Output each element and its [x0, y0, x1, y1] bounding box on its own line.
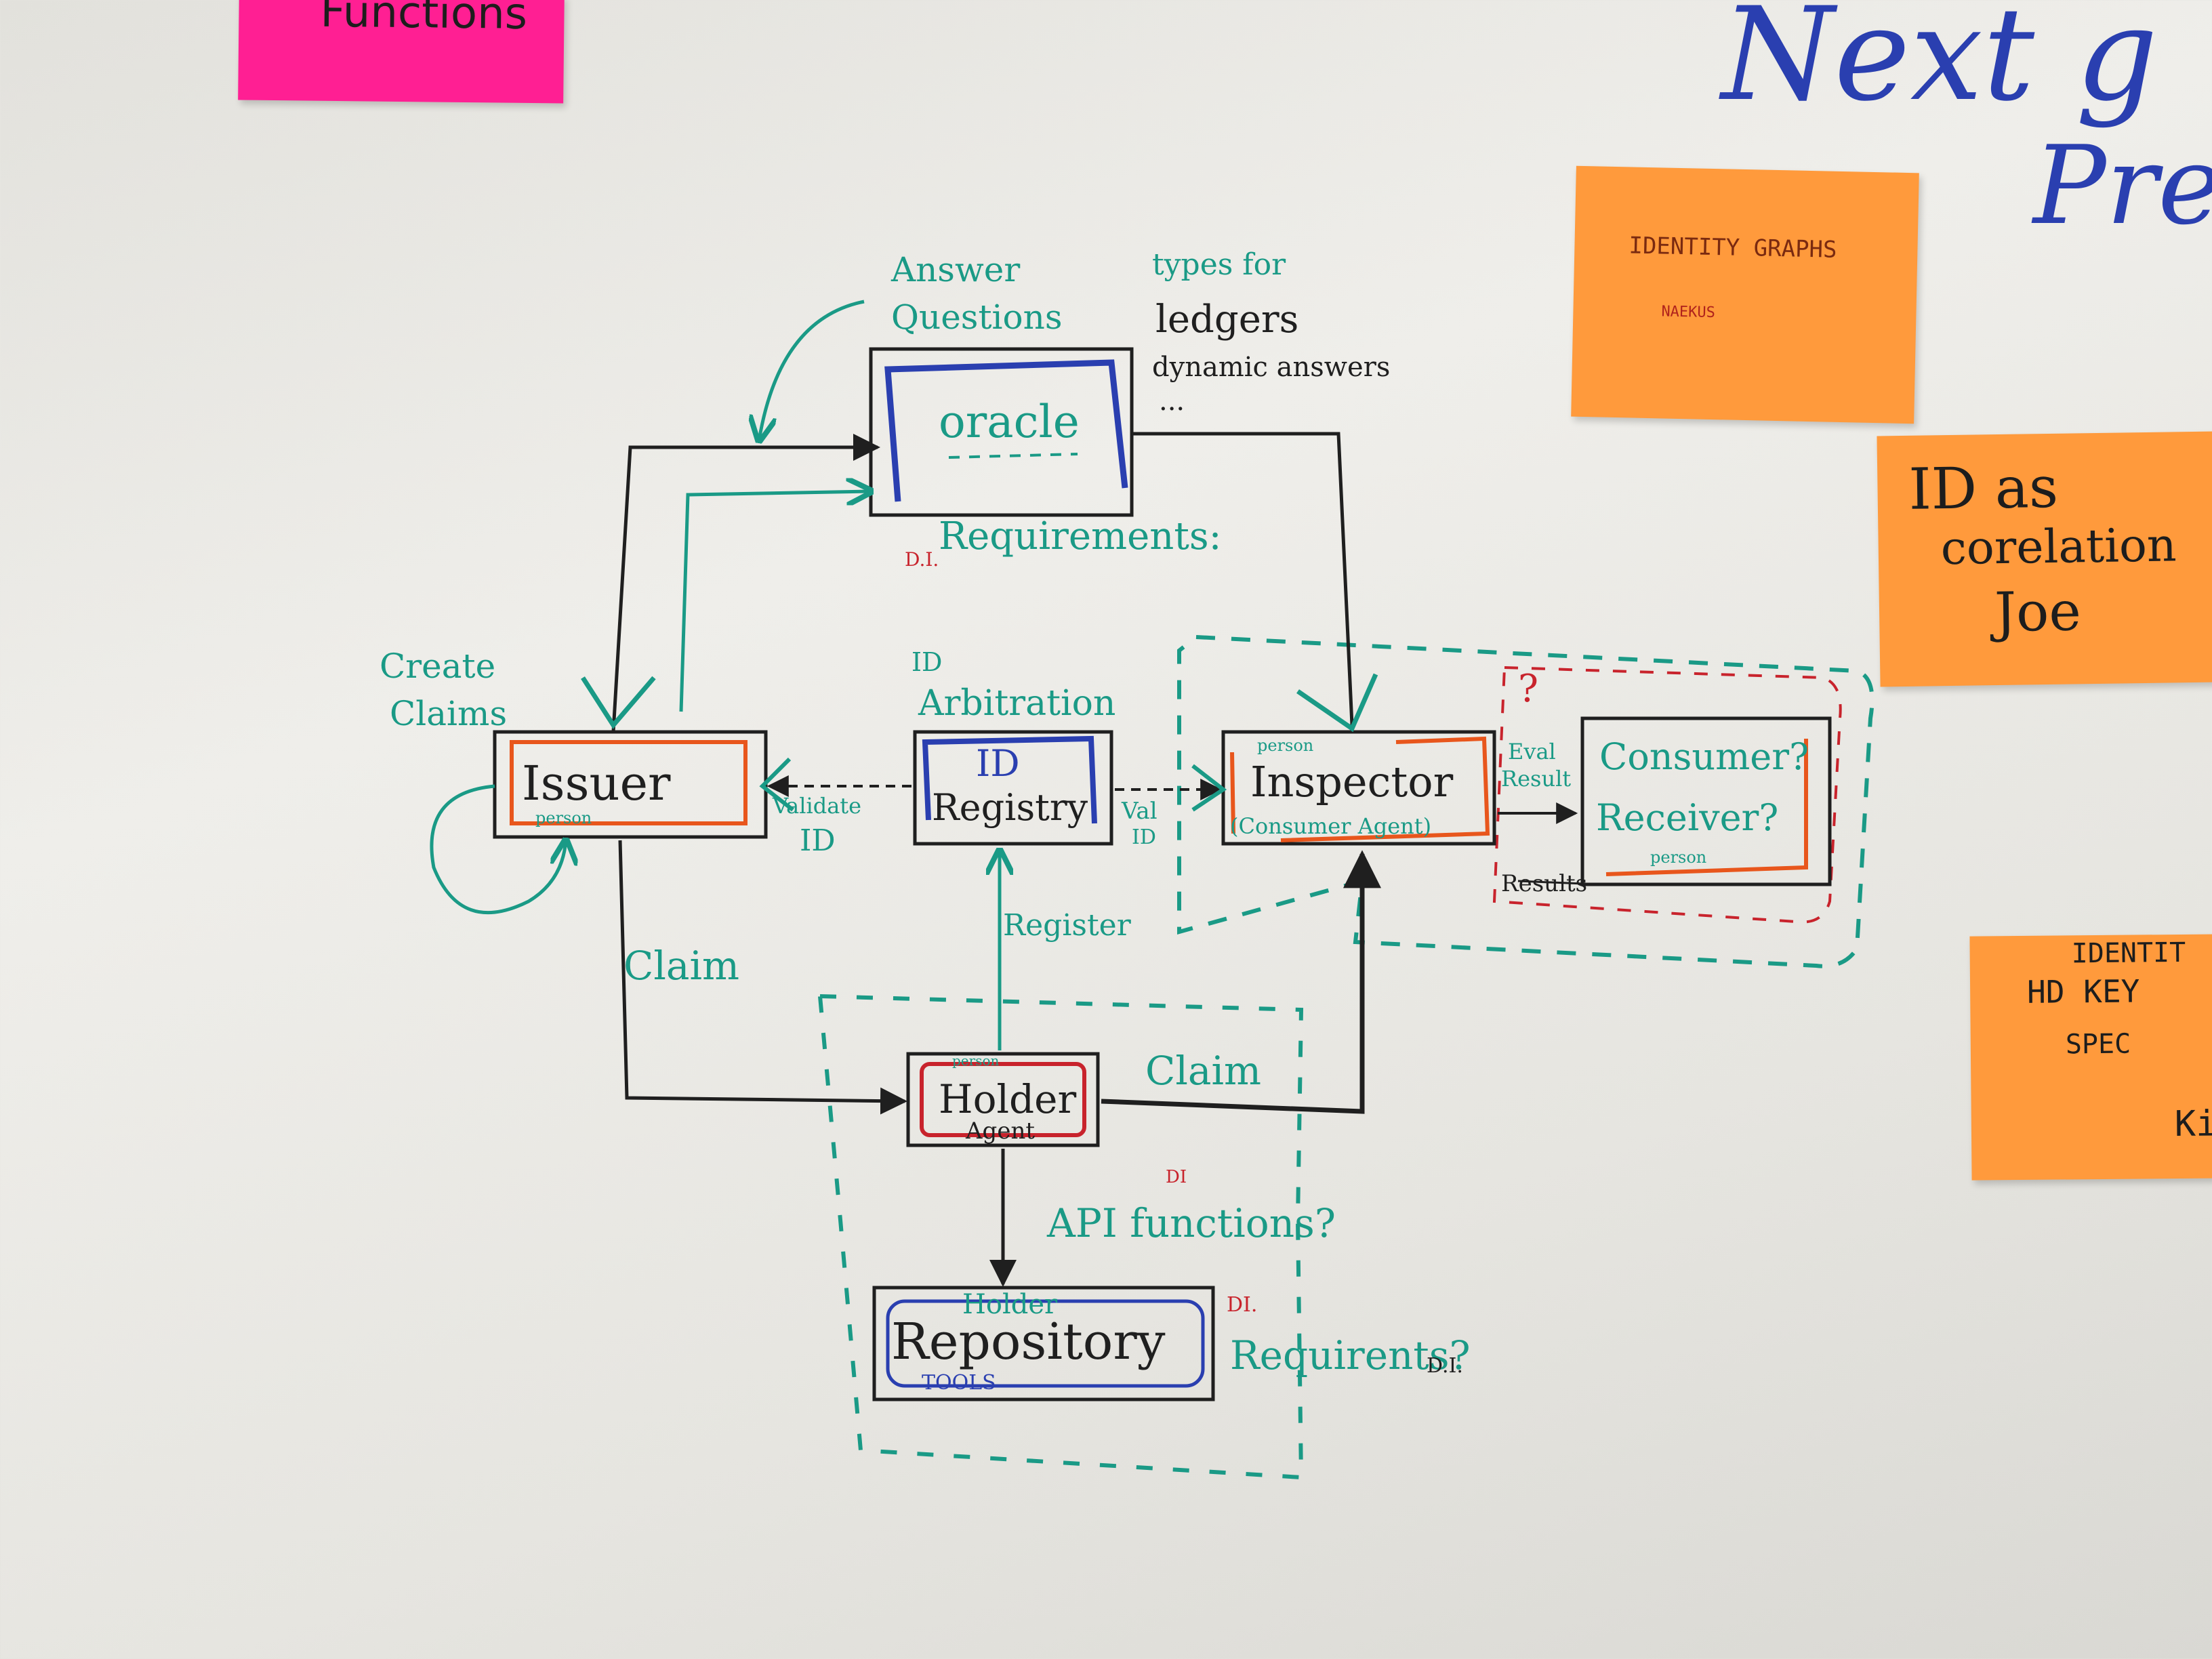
holder-label: Holder	[939, 1076, 1077, 1122]
repo-di-black-label: D.I.	[1427, 1354, 1463, 1378]
claim-right-label: Claim	[1145, 1048, 1261, 1094]
holder-group-boundary	[817, 994, 1304, 1480]
holder-sub-label: Agent	[965, 1118, 1035, 1145]
claim-left-label: Claim	[623, 943, 739, 989]
question-mark-label: ?	[1518, 667, 1538, 711]
consumer-box	[1580, 716, 1832, 886]
answer-questions-line2: Questions	[891, 298, 1063, 337]
inspector-valid-arrowhead	[1191, 764, 1227, 812]
dynamic-answers-label: dynamic answers	[1152, 352, 1390, 383]
val-id-line1: Val	[1121, 798, 1158, 825]
validate-id-line2: ID	[800, 823, 836, 858]
registry-label-bottom: Registry	[932, 786, 1088, 829]
issuer-to-holder-claim-line	[618, 840, 907, 1115]
repository-top-label: Holder	[962, 1289, 1058, 1320]
consumer-group-boundary	[1492, 665, 1842, 924]
oracle-requirements-label: Requirements:	[939, 514, 1221, 558]
validate-id-line1: Validate	[772, 793, 861, 819]
issuer-sub-label: person	[535, 808, 592, 827]
oracle-to-inspector-line	[1132, 432, 1354, 726]
register-label: Register	[1003, 908, 1132, 943]
consumer-line1: Consumer?	[1599, 735, 1809, 778]
create-claims-line2: Claims	[390, 694, 507, 733]
repo-requirements-label: Requirents?	[1230, 1332, 1471, 1378]
types-for-label: types for	[1152, 247, 1286, 282]
inspector-sub-bottom: (Consumer Agent)	[1230, 813, 1431, 839]
holder-box	[906, 1052, 1100, 1147]
eval-result-line2: Result	[1501, 766, 1571, 792]
api-di-label: DI	[1166, 1167, 1187, 1187]
issuer-to-oracle-green	[679, 491, 871, 712]
repository-sub-label: TOOLS	[922, 1371, 996, 1395]
holder-to-inspector-claim-line	[1101, 850, 1381, 1114]
board-heading-line2: Pres	[2033, 122, 2212, 249]
inspector-group-boundary	[1177, 634, 1875, 968]
eval-result-line1: Eval	[1508, 739, 1556, 764]
inspector-label: Inspector	[1250, 757, 1454, 806]
create-claims-line1: Create	[380, 647, 495, 686]
issuer-validate-arrowhead	[759, 757, 794, 812]
issuer-input-check	[581, 676, 656, 729]
answer-questions-arrow	[759, 300, 865, 441]
oracle-di-label: D.I.	[905, 548, 939, 571]
repository-label: Repository	[891, 1313, 1166, 1371]
consumer-line2: Receiver?	[1596, 796, 1778, 839]
board-heading-line1: Next g	[1721, 0, 2158, 129]
results-return-line	[1517, 880, 1600, 886]
ledgers-label: ledgers	[1155, 298, 1298, 342]
results-label: Results	[1501, 870, 1587, 897]
id-arbitration-line1: ID	[912, 647, 942, 677]
repository-box	[872, 1286, 1215, 1401]
issuer-to-oracle-line	[611, 434, 880, 733]
ellipsis-label: ...	[1159, 386, 1185, 417]
id-arbitration-line2: Arbitration	[918, 683, 1115, 724]
api-functions-label: API functions?	[1046, 1200, 1336, 1246]
holder-top-label: person	[952, 1052, 1000, 1069]
inspector-input-check	[1296, 673, 1378, 733]
repo-di-red-label: DI.	[1227, 1293, 1257, 1317]
registry-label-top: ID	[976, 742, 1020, 785]
inspector-sub-top: person	[1257, 736, 1313, 755]
issuer-label: Issuer	[522, 756, 671, 811]
issuer-self-loop	[430, 784, 566, 915]
answer-questions-line1: Answer	[890, 250, 1020, 289]
registry-box	[913, 730, 1113, 846]
oracle-label: oracle	[939, 396, 1080, 448]
consumer-sub: person	[1650, 848, 1706, 867]
val-id-line2: ID	[1132, 825, 1156, 849]
